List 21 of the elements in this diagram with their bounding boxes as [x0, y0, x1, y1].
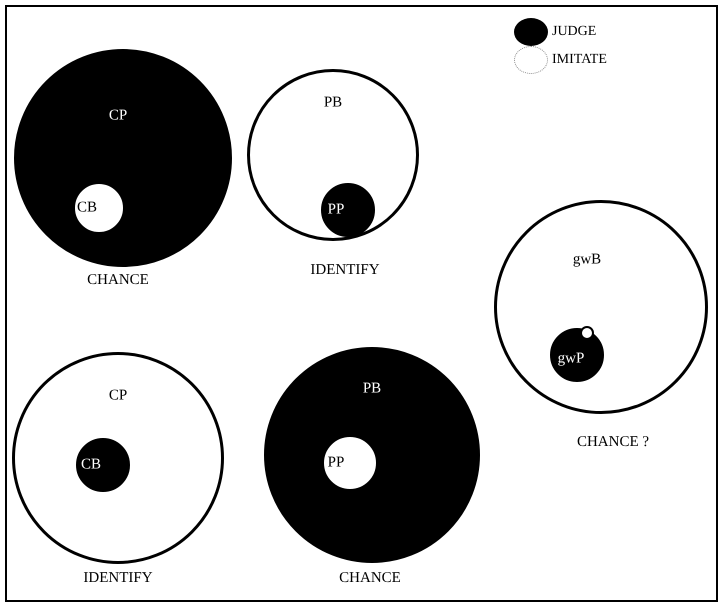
- node-label: IDENTIFY: [310, 262, 380, 279]
- legend-label: IMITATE: [552, 52, 607, 68]
- node-label: CHANCE ?: [576, 434, 650, 451]
- node-label: IDENTIFY: [83, 570, 153, 587]
- open-circle: [580, 326, 594, 340]
- node-label: CHANCE: [339, 570, 401, 587]
- node-label: CHANCE: [87, 272, 149, 289]
- filled-circle: [76, 438, 130, 492]
- circle-label: PP: [328, 202, 344, 218]
- circle-label: CP: [108, 388, 128, 404]
- circle-label: CP: [108, 108, 128, 124]
- circle-label: gwB: [572, 252, 602, 268]
- circle-label: CB: [77, 200, 97, 216]
- filled-circle: [321, 183, 375, 237]
- circle-label: PB: [362, 380, 382, 398]
- circle-label: CB: [81, 456, 101, 474]
- legend-label: JUDGE: [552, 24, 596, 40]
- circle-label: gwP: [558, 350, 584, 368]
- circle-label: PB: [324, 94, 342, 112]
- filled-circle: [550, 328, 604, 382]
- circle-label: PP: [328, 454, 344, 472]
